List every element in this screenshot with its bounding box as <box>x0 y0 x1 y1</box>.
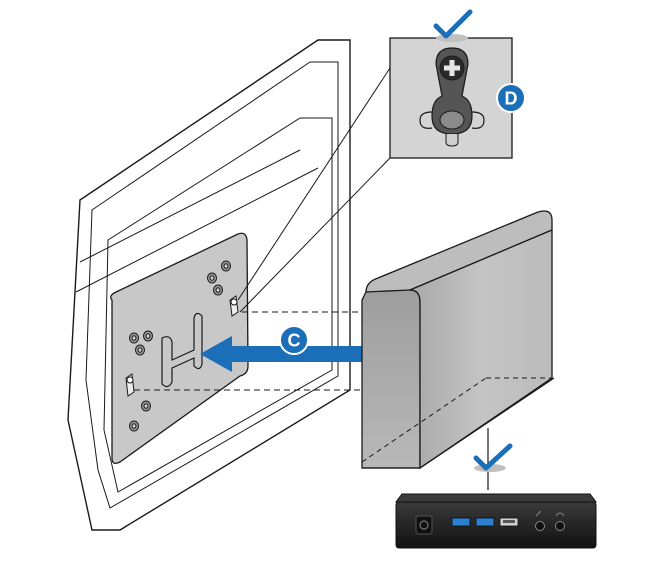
zoom-leader-lines <box>237 67 391 313</box>
vesa-mount-plate <box>110 232 249 464</box>
callout-d-label: D <box>505 89 518 109</box>
plate-h-slot <box>161 312 203 388</box>
mini-pc <box>395 493 597 549</box>
power-button <box>415 515 433 535</box>
detail-inset: D <box>389 37 526 159</box>
plate-keyhole-lower <box>125 373 135 397</box>
callout-d: D <box>496 83 526 113</box>
callout-c: C <box>279 325 309 355</box>
alignment-dashed-lines <box>134 311 362 391</box>
callout-c-label: C <box>288 331 301 351</box>
check-mark-icon <box>473 443 513 472</box>
audio-jacks <box>535 510 565 531</box>
check-mark-icon <box>433 9 473 42</box>
plate-keyhole-upper <box>229 295 239 317</box>
mounting-bracket-device <box>361 210 555 470</box>
usb-ports <box>451 517 519 527</box>
screw-icon <box>439 55 465 81</box>
plate-screw-holes <box>129 260 231 432</box>
